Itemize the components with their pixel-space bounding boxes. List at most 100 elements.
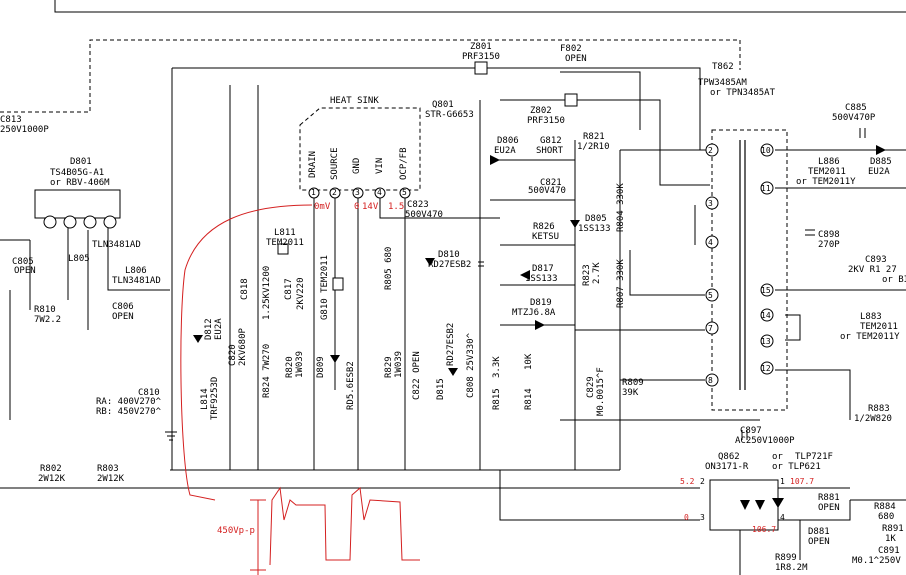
c897-value: AC250V1000P <box>735 436 795 446</box>
r884-label: R884 <box>874 502 896 512</box>
r823-label: R823 <box>582 264 592 286</box>
voltage-107-7: 107.7 <box>790 477 815 486</box>
c805-value: OPEN <box>14 266 36 276</box>
l883-value: TEM2011 <box>860 322 898 332</box>
c885-value: 500V470P <box>832 113 876 123</box>
r815-value: 3.3K <box>492 356 502 378</box>
pin-number-1: 1 <box>311 188 316 197</box>
c820-value: 2KV680P <box>238 328 248 366</box>
r815-label: R815 <box>492 388 502 410</box>
q862-or: or <box>772 452 783 462</box>
d885-value: EU2A <box>868 167 890 177</box>
c818-value: 1.25KV1200 <box>262 265 272 320</box>
g812-label: G812 <box>540 136 562 146</box>
l883-alt: or TEM2011Y <box>840 332 900 342</box>
d819-label: D819 <box>530 298 552 308</box>
c893-label: C893 <box>865 255 887 265</box>
t862-label: T862 <box>712 62 734 72</box>
r820-value: 1W039 <box>295 350 305 378</box>
d885-label: D885 <box>870 157 892 167</box>
pin-number-2: 2 <box>332 188 337 197</box>
d815-label: D815 <box>436 378 446 400</box>
z801-value: PRF3150 <box>462 52 500 62</box>
t-pin-2: 2 <box>708 146 713 155</box>
g810-label: G810 TEM2011 <box>320 254 330 320</box>
t-pin-3: 3 <box>708 199 713 208</box>
pin-drain-label: DRAIN <box>308 150 318 178</box>
r821-label: R821 <box>583 132 605 142</box>
z802-label: Z802 <box>530 106 552 116</box>
r826-value: KETSU <box>532 232 560 242</box>
waveform-amplitude: 450Vp-p <box>217 526 255 536</box>
r899-label: R899 <box>775 553 797 563</box>
d806-label: D806 <box>497 136 519 146</box>
t-pin-13: 13 <box>761 337 771 346</box>
opto-pin-1: 1 <box>780 477 785 486</box>
c806-label: C806 <box>112 302 134 312</box>
r814-value: 10K <box>524 353 534 370</box>
opto-pin-3: 3 <box>700 513 705 522</box>
d809-label: D809 <box>316 356 326 378</box>
c893-alt: or BI <box>882 275 906 285</box>
t-pin-15: 15 <box>761 286 771 295</box>
r826-label: R826 <box>533 222 555 232</box>
d819-value: MTZJ6.8A <box>512 308 556 318</box>
c817-label: C817 <box>284 278 294 300</box>
voltage-106-7: 106.7 <box>752 525 777 534</box>
r881-value: OPEN <box>818 503 840 513</box>
l806-label: L806 <box>125 266 147 276</box>
z802-value: PRF3150 <box>527 116 565 126</box>
r823-value: 2.7K <box>592 262 602 284</box>
r810-label: R810 <box>34 305 56 315</box>
t-pin-12: 12 <box>761 364 771 373</box>
r803-label: R803 <box>97 464 119 474</box>
voltage-gnd: 0 <box>354 202 360 212</box>
d801-part: TS4B05G-A1 <box>50 168 105 178</box>
d810-label: D810 <box>438 250 460 260</box>
t-pin-5: 5 <box>708 291 713 300</box>
voltage-0: 0 <box>684 513 689 522</box>
f802-label: F802 <box>560 44 582 54</box>
r829-value: 1W039 <box>394 350 404 378</box>
d812-label: D812 <box>204 318 214 340</box>
c805-label: C805 <box>12 257 34 267</box>
c810-rb: RB: 450V270^ <box>96 407 162 417</box>
d810-value: RD27ESB2 <box>428 260 472 270</box>
t-pin-4: 4 <box>708 238 713 247</box>
pin-ocp-label: OCP/FB <box>399 147 409 180</box>
pin-vin-label: VIN <box>375 157 385 174</box>
d881-label: D881 <box>808 527 830 537</box>
d881-value: OPEN <box>808 537 830 547</box>
l886-label: L886 <box>818 157 840 167</box>
c897-label: C897 <box>740 426 762 436</box>
c823-label: C823 <box>407 200 429 210</box>
r805-label: R805 680 <box>384 246 394 290</box>
q862-label: Q862 <box>718 452 740 462</box>
c891-label: C891 <box>878 546 900 556</box>
l814-label: L814 <box>200 388 210 410</box>
q801-label: Q801 <box>432 100 454 110</box>
opto-pin-4: 4 <box>780 513 785 522</box>
pin-number-3: 3 <box>355 188 360 197</box>
c821-label: C821 <box>540 178 562 188</box>
c829-label: C829 <box>586 376 596 398</box>
d815-value: RD27ESB2 <box>446 322 456 366</box>
t-pin-7: 7 <box>708 324 713 333</box>
r809-value: 39K <box>622 388 639 398</box>
pin-source-label: SOURCE <box>330 147 340 180</box>
t-pin-8: 8 <box>708 376 713 385</box>
r820-label: R820 <box>285 356 295 378</box>
q801-part: STR-G6653 <box>425 110 474 120</box>
q862-alt1: TLP721F <box>795 452 833 462</box>
r804-label: R804 330K <box>616 183 626 232</box>
d801-alt: or RBV-406M <box>50 178 110 188</box>
l814-value: TRF9253D <box>210 376 220 420</box>
r883-label: R883 <box>868 404 890 414</box>
tln-label: TLN3481AD <box>92 240 141 250</box>
c813-label: C813 <box>0 115 22 125</box>
c818-label: C818 <box>240 278 250 300</box>
t862-alt: or TPN3485AT <box>710 88 776 98</box>
l886-value: TEM2011 <box>808 167 846 177</box>
r881-label: R881 <box>818 493 840 503</box>
